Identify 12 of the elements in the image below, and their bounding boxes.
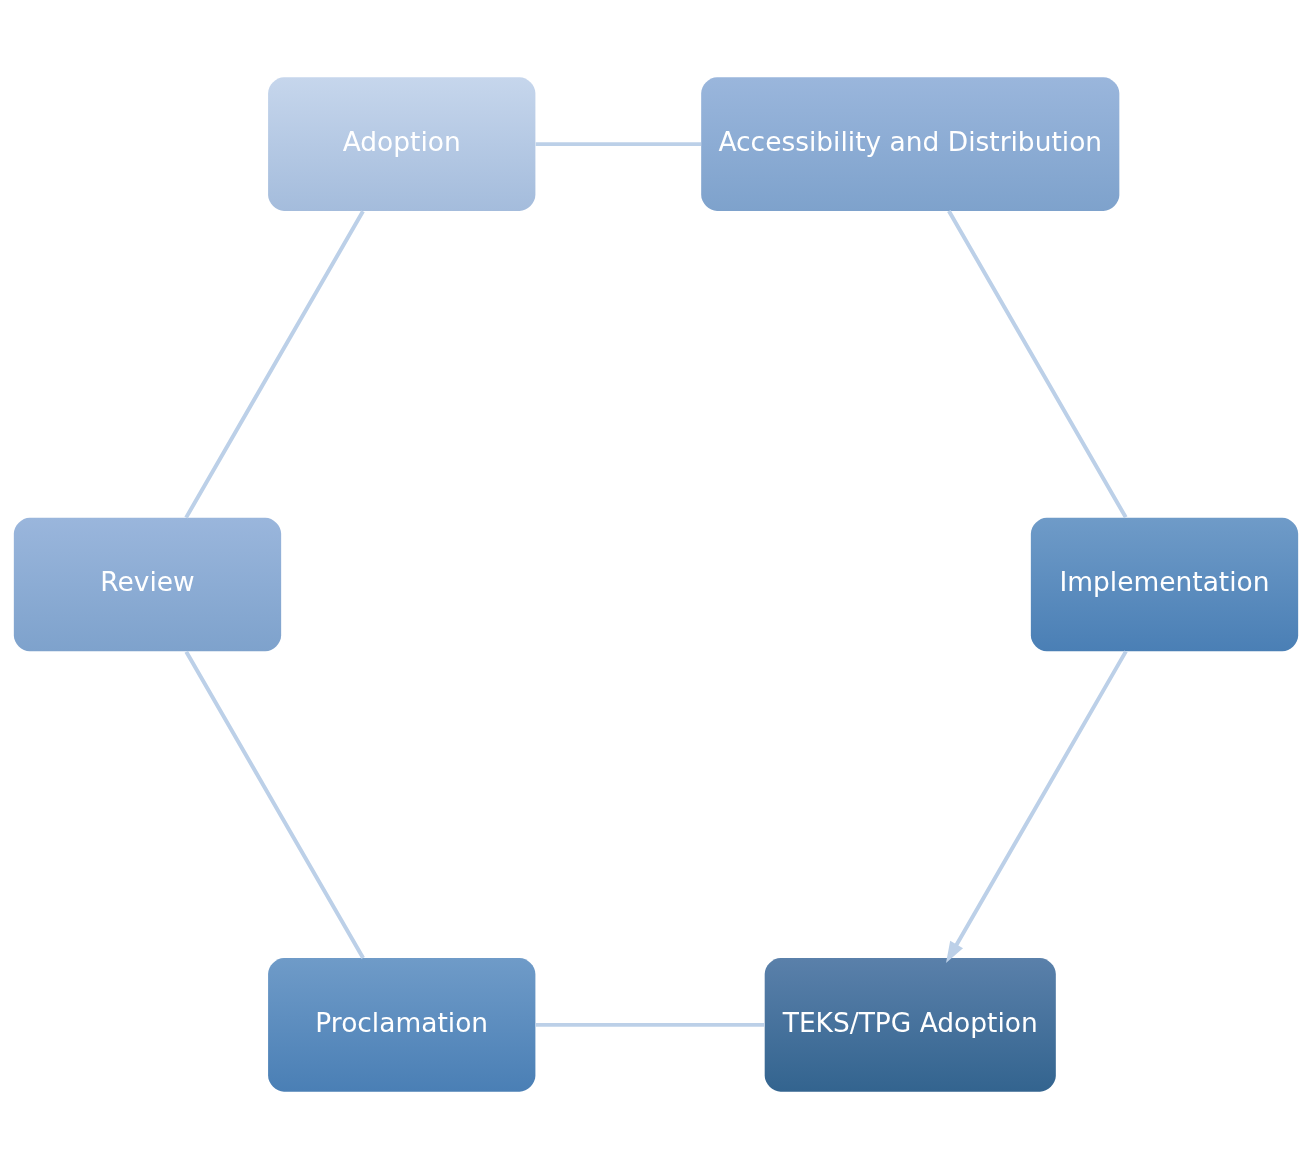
arrow <box>946 650 1128 963</box>
node-box: Proclamation <box>268 958 536 1092</box>
node-box: Implementation <box>1030 517 1299 652</box>
node-box: TEKS/TPG Adoption <box>764 958 1056 1092</box>
connector <box>535 1022 765 1027</box>
node-box: Adoption <box>268 77 536 211</box>
connector <box>947 210 1128 519</box>
connector <box>184 210 365 519</box>
connector <box>184 650 365 959</box>
node-box: Accessibility and Distribution <box>701 77 1120 211</box>
connector <box>535 142 702 147</box>
node-box: Review <box>13 517 282 652</box>
